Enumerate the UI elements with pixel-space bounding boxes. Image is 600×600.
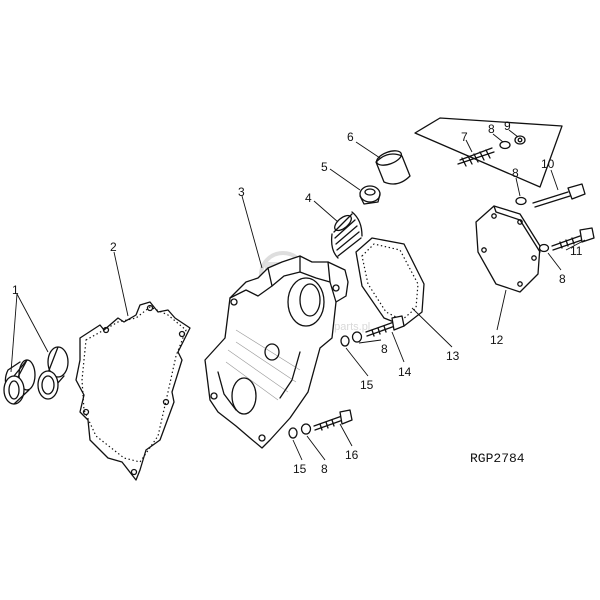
stud-kit-box (414, 117, 563, 188)
cap-screw-middle (340, 315, 405, 347)
callout-8-lower: 8 (321, 462, 328, 476)
callout-15-middle: 15 (360, 378, 374, 392)
callout-15-lower: 15 (293, 462, 307, 476)
callout-8-middle: 8 (381, 342, 388, 356)
callout-6: 6 (347, 130, 354, 144)
callout-3: 3 (238, 185, 245, 199)
cap-screw-right (538, 227, 595, 253)
cap-screw-lower (288, 409, 353, 439)
callout-1: 1 (12, 283, 19, 297)
callout-4: 4 (305, 191, 312, 205)
callout-16: 16 (345, 448, 359, 462)
cover-gasket (355, 237, 425, 327)
front-plate-housing (204, 255, 349, 449)
bushing-left (3, 359, 36, 405)
cover-plate (475, 205, 541, 293)
callout-9: 9 (504, 119, 511, 133)
cap-screw-upper (515, 183, 586, 208)
callout-labels: 1 2 3 4 5 6 7 8 9 10 8 11 8 12 13 14 8 1… (12, 119, 583, 476)
callout-7: 7 (461, 130, 468, 144)
figure-code: RGP2784 (470, 451, 525, 466)
bushing-right (37, 346, 69, 400)
spring (330, 211, 363, 259)
callout-14: 14 (398, 365, 412, 379)
callout-11: 11 (570, 244, 583, 258)
callout-10: 10 (541, 157, 555, 171)
callout-8-stud: 8 (488, 122, 495, 136)
callout-2: 2 (110, 240, 117, 254)
callout-13: 13 (446, 349, 460, 363)
callout-8-upper: 8 (512, 166, 519, 180)
plug-cap (375, 150, 411, 185)
leader-lines (10, 129, 586, 461)
relief-valve (359, 185, 381, 205)
bushing-pair (3, 346, 69, 405)
front-plate-gasket (75, 301, 191, 481)
callout-5: 5 (321, 160, 328, 174)
callout-8-right: 8 (559, 272, 566, 286)
callout-12: 12 (490, 333, 504, 347)
